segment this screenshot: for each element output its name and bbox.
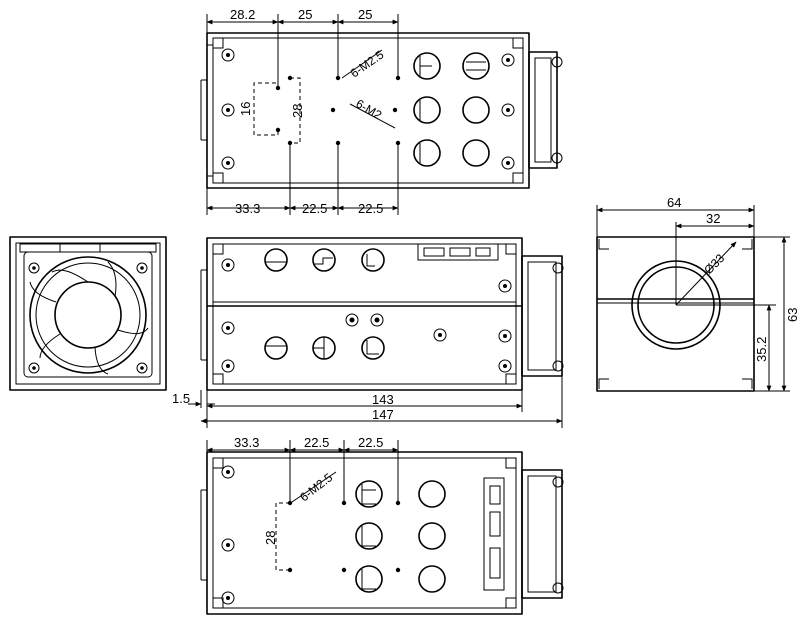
top-dim-225b: 22.5: [358, 201, 383, 216]
bottom-view-body: [206, 451, 523, 615]
side-dim-143: 143: [372, 392, 394, 407]
bottom-dim-28: 28: [263, 531, 278, 545]
fan-ring: [29, 256, 147, 374]
top-view-connector: [528, 51, 558, 169]
side-view-ports: [264, 248, 385, 360]
top-view-dims-bottom: 33.3 22.5 22.5: [206, 143, 399, 216]
top-view-dims-top: 28.2 25 25: [206, 7, 399, 88]
bottom-view-ports: [355, 480, 446, 593]
bottom-dim-333: 33.3: [234, 435, 259, 450]
top-note-m2: 6-M2: [354, 96, 385, 122]
side-view-dims: 1.5 143 147: [172, 376, 563, 428]
bottom-dim-225b: 22.5: [358, 435, 383, 450]
bottom-note-m25: 6-M2.5: [297, 470, 335, 504]
side-view: 1.5 143 147: [172, 237, 564, 428]
fan-blades: [29, 261, 149, 375]
top-dim-225a: 22.5: [302, 201, 327, 216]
top-note-m25: 6-M2.5: [348, 47, 387, 80]
side-dim-147: 147: [372, 407, 394, 422]
top-view-ports: [413, 52, 490, 167]
side-view-screws: [221, 258, 512, 373]
top-dim-25b: 25: [358, 7, 372, 22]
top-view: 16 28 6-M2.5 6-M2 28.2 25 25: [200, 7, 563, 216]
fan-hub: [54, 281, 122, 349]
fan-view: [9, 236, 167, 391]
end-dim-32: 32: [706, 211, 720, 226]
end-dim-352: 35.2: [754, 337, 769, 362]
bottom-view-connector: [521, 469, 563, 599]
top-dim-282: 28.2: [230, 7, 255, 22]
bottom-dim-225a: 22.5: [304, 435, 329, 450]
end-dim-63: 63: [785, 308, 800, 322]
top-dim-25a: 25: [298, 7, 312, 22]
bottom-view-screws: [221, 465, 235, 605]
bottom-view-holes: [287, 500, 401, 573]
end-view: 64 32 Ø33 63 35.2: [596, 195, 800, 392]
end-dim-64: 64: [667, 195, 681, 210]
bottom-view-dims: 33.3 22.5 22.5: [206, 435, 399, 503]
side-view-connector: [521, 255, 563, 377]
top-view-screws: [221, 48, 515, 170]
top-dim-28: 28: [290, 104, 305, 118]
end-view-dims: 64 32 Ø33 63 35.2: [596, 195, 800, 392]
side-view-body: [206, 237, 523, 391]
fan-housing: [9, 236, 167, 391]
side-dim-15: 1.5: [172, 391, 190, 406]
bottom-view: 6-M2.5 28 33.3 22.5 22.5: [200, 435, 564, 615]
top-dim-333: 33.3: [235, 201, 260, 216]
top-dim-16: 16: [238, 102, 253, 116]
